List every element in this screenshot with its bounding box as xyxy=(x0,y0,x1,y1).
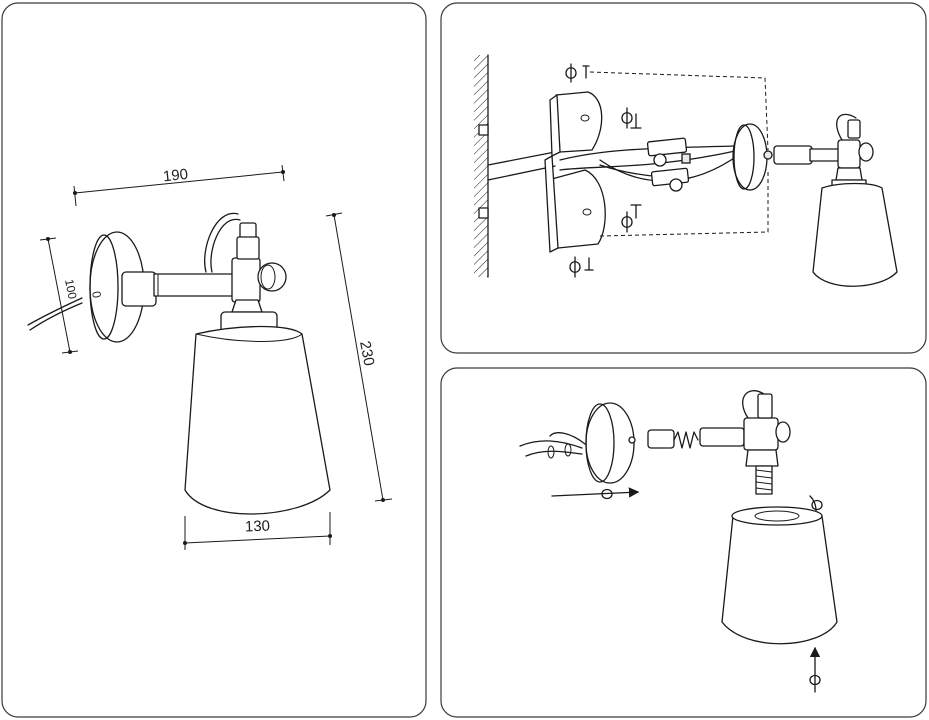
lamp-dimension-figure xyxy=(27,212,331,515)
dimension-width: 190 xyxy=(73,164,285,207)
base-diameter-label: 100 xyxy=(62,278,80,301)
height-label: 230 xyxy=(356,340,377,368)
wall xyxy=(474,54,489,278)
lamp-arm xyxy=(647,390,791,495)
terminal-block xyxy=(559,137,741,192)
lamp-assembled xyxy=(763,113,898,287)
dimension-height: 230 xyxy=(325,212,393,502)
panel-shade-installation xyxy=(440,367,927,718)
panel-dimensions: 190 100 0 230 130 xyxy=(1,2,427,718)
width-label: 190 xyxy=(162,166,189,186)
screw-symbols xyxy=(565,63,642,278)
mounting-bracket xyxy=(544,91,606,253)
dimension-shade: 130 xyxy=(183,512,332,550)
base-marker-label: 0 xyxy=(89,290,104,299)
lamp-shade xyxy=(721,506,838,645)
shade-diameter-label: 130 xyxy=(245,518,271,536)
panel-wall-mounting xyxy=(440,2,927,354)
dimension-base: 100 0 xyxy=(39,237,104,354)
